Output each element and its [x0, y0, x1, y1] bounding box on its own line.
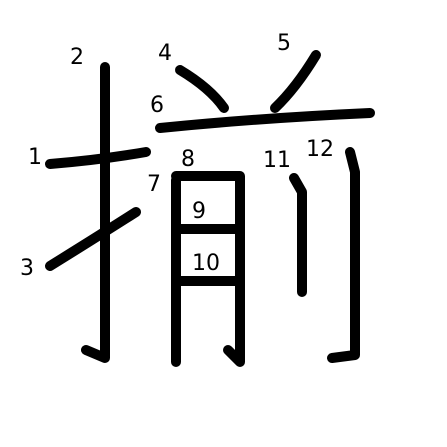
stroke-number-8: 8: [181, 147, 195, 172]
stroke-number-10: 10: [192, 251, 220, 276]
stroke-number-7: 7: [147, 172, 161, 197]
stroke-number-6: 6: [150, 93, 164, 118]
stroke-number-11: 11: [263, 148, 291, 173]
stroke-number-12: 12: [306, 137, 334, 162]
stroke-4: [175, 65, 229, 113]
stroke-5: [270, 50, 321, 113]
stroke-8: [171, 171, 245, 367]
stroke-3: [45, 207, 141, 271]
stroke-number-3: 3: [20, 256, 34, 281]
stroke-6: [155, 108, 375, 133]
stroke-number-1: 1: [28, 145, 42, 170]
stroke-number-9: 9: [192, 199, 206, 224]
stroke-number-2: 2: [70, 45, 84, 70]
character-strokes: [45, 50, 375, 367]
stroke-number-4: 4: [158, 41, 172, 66]
stroke-number-5: 5: [277, 31, 291, 56]
stroke-1: [45, 147, 151, 169]
stroke-12: [327, 147, 360, 363]
stroke-11: [289, 173, 307, 297]
stroke-2: [81, 62, 110, 363]
stroke-numbers: 1 2 3 4 5 6 7 8 9 10 11 12: [20, 31, 334, 281]
